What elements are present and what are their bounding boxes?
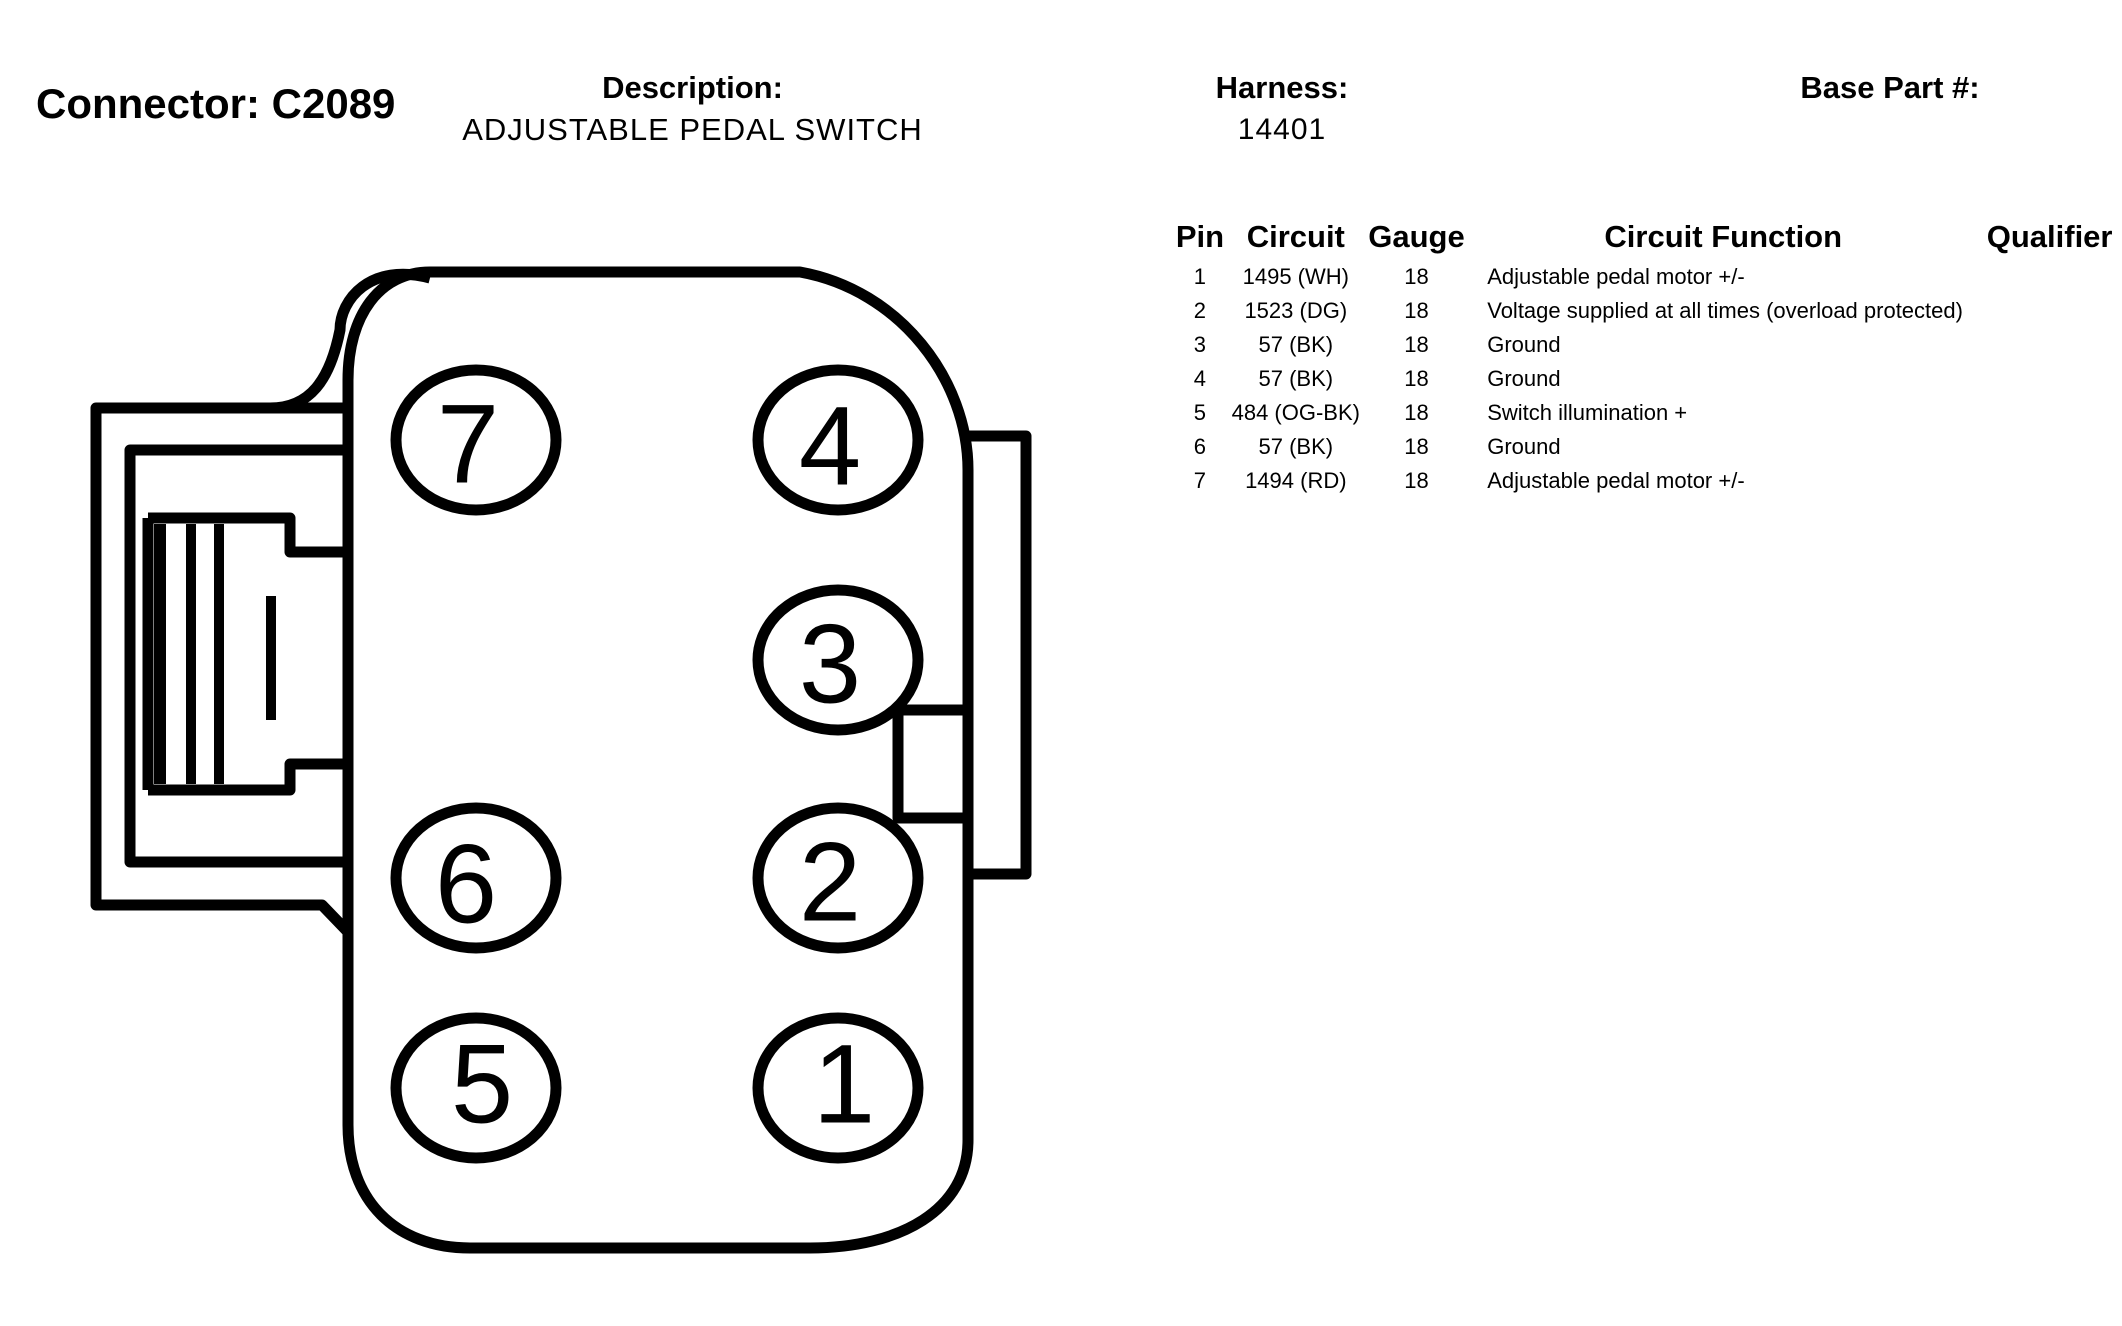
pin-1-label: 1 <box>813 1022 875 1147</box>
pin-6-label: 6 <box>435 822 497 947</box>
cell-gauge: 18 <box>1404 298 1429 323</box>
harness-label: Harness: <box>1215 70 1349 105</box>
connector-title: Connector: C2089 <box>36 80 396 127</box>
table-row: 7 1494 (RD) 18 Adjustable pedal motor +/… <box>1172 464 2122 498</box>
cell-function: Switch illumination + <box>1487 400 1688 425</box>
cell-qualifier <box>1977 294 2122 328</box>
pin-2-label: 2 <box>799 820 861 945</box>
latch-tab-lower <box>148 758 348 796</box>
table-row: 6 57 (BK) 18 Ground <box>1172 430 2122 464</box>
table-row: 2 1523 (DG) 18 Voltage supplied at all t… <box>1172 294 2122 328</box>
cell-pin: 2 <box>1193 298 1207 323</box>
cell-circuit: 1523 (DG) <box>1244 298 1348 323</box>
cell-qualifier <box>1977 260 2122 294</box>
column-header-gauge: Gauge <box>1368 219 1465 254</box>
cell-pin: 3 <box>1193 332 1207 357</box>
cell-circuit: 57 (BK) <box>1258 366 1334 391</box>
cell-qualifier <box>1977 430 2122 464</box>
right-lock-slot <box>892 704 974 824</box>
pin-4-label: 4 <box>799 384 861 509</box>
column-header-pin: Pin <box>1175 219 1225 254</box>
cell-function: Voltage supplied at all times (overload … <box>1487 298 1963 323</box>
pin-3-label: 3 <box>799 602 861 727</box>
table-row: 4 57 (BK) 18 Ground <box>1172 362 2122 396</box>
cell-gauge: 18 <box>1404 366 1429 391</box>
cell-gauge: 18 <box>1404 400 1429 425</box>
cell-gauge: 18 <box>1404 332 1429 357</box>
cell-circuit: 484 (OG-BK) <box>1231 400 1360 425</box>
cell-pin: 7 <box>1193 468 1207 493</box>
cell-function: Ground <box>1487 332 1561 357</box>
description-value: ADJUSTABLE PEDAL SWITCH <box>462 112 923 147</box>
pin-1-cavity <box>752 1012 924 1164</box>
table-row: 1 1495 (WH) 18 Adjustable pedal motor +/… <box>1172 260 2122 294</box>
harness-value: 14401 <box>1237 113 1327 146</box>
latch-hook <box>269 268 432 414</box>
cell-circuit: 57 (BK) <box>1258 434 1334 459</box>
latch-housing-inner <box>124 444 348 868</box>
cell-gauge: 18 <box>1404 264 1429 289</box>
cell-gauge: 18 <box>1404 434 1429 459</box>
pin-2-cavity <box>752 802 924 954</box>
cell-function: Ground <box>1487 366 1561 391</box>
connector-face-diagram: 7 4 3 6 2 5 1 <box>90 266 1032 1254</box>
cell-qualifier <box>1977 328 2122 362</box>
latch-housing-outer <box>90 402 352 936</box>
latch-rib <box>186 524 196 784</box>
pin-5-label: 5 <box>451 1022 513 1147</box>
pin-4-cavity <box>752 364 924 516</box>
column-header-qualifier: Qualifier <box>1986 219 2113 254</box>
column-header-circuit: Circuit <box>1246 219 1345 254</box>
cell-function: Ground <box>1487 434 1561 459</box>
cell-function: Adjustable pedal motor +/- <box>1487 264 1745 289</box>
connector-body-outline <box>342 266 974 1254</box>
pin-table-header-row: Pin Circuit Gauge Circuit Function Quali… <box>1172 214 2122 260</box>
cell-function: Adjustable pedal motor +/- <box>1487 468 1745 493</box>
cell-gauge: 18 <box>1404 468 1429 493</box>
cell-circuit: 1495 (WH) <box>1242 264 1349 289</box>
cell-pin: 4 <box>1193 366 1207 391</box>
pin-5-cavity <box>390 1012 562 1164</box>
cell-circuit: 1494 (RD) <box>1245 468 1347 493</box>
base-part-label: Base Part #: <box>1800 70 1980 105</box>
latch-rib <box>214 524 224 784</box>
table-row: 3 57 (BK) 18 Ground <box>1172 328 2122 362</box>
description-label: Description: <box>602 70 783 105</box>
column-header-circuit-function: Circuit Function <box>1604 219 1843 254</box>
cell-qualifier <box>1977 362 2122 396</box>
cell-pin: 5 <box>1193 400 1207 425</box>
latch-rib <box>154 524 166 784</box>
pin-table: Pin Circuit Gauge Circuit Function Quali… <box>1172 214 2122 498</box>
pin-7-cavity <box>390 364 562 516</box>
table-row: 5 484 (OG-BK) 18 Switch illumination + <box>1172 396 2122 430</box>
cell-pin: 1 <box>1193 264 1207 289</box>
latch-tab <box>148 512 348 558</box>
cell-pin: 6 <box>1193 434 1207 459</box>
latch-rib <box>266 596 276 720</box>
cell-circuit: 57 (BK) <box>1258 332 1334 357</box>
right-lock-tab <box>968 430 1032 880</box>
pin-7-label: 7 <box>437 382 499 507</box>
pin-6-cavity <box>390 802 562 954</box>
cell-qualifier <box>1977 396 2122 430</box>
pin-3-cavity <box>752 584 924 736</box>
cell-qualifier <box>1977 464 2122 498</box>
